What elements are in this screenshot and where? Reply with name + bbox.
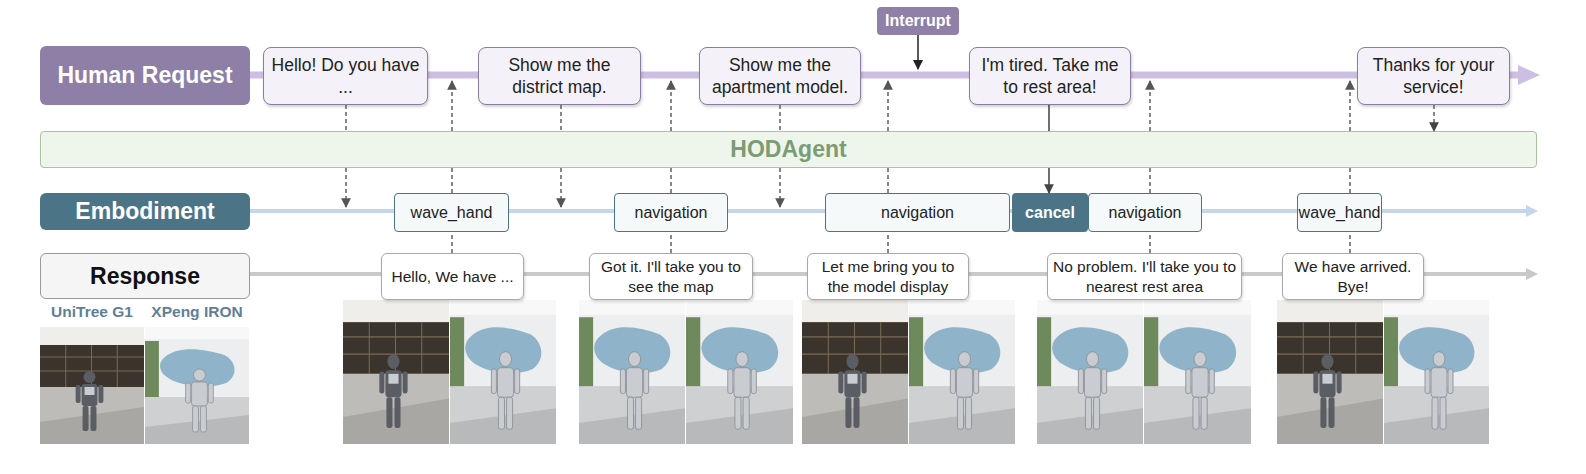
timeline-arrowhead (1526, 268, 1538, 280)
timeline-arrowhead (1526, 205, 1538, 217)
node-text: Thanks for your service! (1362, 54, 1505, 98)
node-text: navigation (635, 204, 708, 222)
node-text: wave_hand (1299, 204, 1381, 222)
robot-photo (343, 300, 449, 444)
connector (779, 105, 780, 131)
robot-photo (579, 300, 685, 444)
interrupt-arrow (917, 35, 919, 69)
robot-photo (40, 327, 144, 444)
dashed-arrow (1149, 81, 1150, 131)
request-bubble: Hello! Do you have ... (263, 47, 428, 105)
connector (887, 168, 888, 193)
timeline-arrowhead (1518, 65, 1540, 85)
node-text: We have arrived. Bye! (1286, 257, 1420, 297)
connector (1149, 168, 1150, 193)
node-text: navigation (1109, 204, 1182, 222)
robot-photo (450, 300, 556, 444)
connector (887, 232, 888, 253)
cancel-box: cancel (1012, 193, 1088, 232)
connector (1149, 232, 1150, 253)
node-text: Got it. I'll take you to see the map (593, 257, 749, 297)
node-text: Hello! Do you have ... (268, 54, 423, 98)
node-text: Response (90, 263, 200, 290)
response-box: No problem. I'll take you to nearest res… (1047, 253, 1242, 300)
request-bubble: Show me the apartment model. (699, 47, 861, 105)
dashed-arrow (451, 81, 452, 131)
action-box: navigation (825, 193, 1010, 232)
robot-photo (909, 300, 1015, 444)
connector (670, 232, 671, 253)
node-text: I'm tired. Take me to rest area! (974, 54, 1126, 98)
response-box: We have arrived. Bye! (1282, 253, 1424, 300)
response-box: Got it. I'll take you to see the map (589, 253, 753, 300)
robot-photo (1144, 300, 1251, 444)
robot-photos (40, 300, 1489, 444)
response-box: Hello, We have ... (381, 253, 524, 300)
row-label: Human Request (40, 46, 250, 105)
robot-name: XPeng IRON (145, 303, 249, 321)
node-text: Interrupt (885, 12, 951, 30)
node-text: cancel (1025, 204, 1075, 222)
connector (345, 105, 346, 131)
robot-photo (686, 300, 793, 444)
connector (1433, 105, 1434, 131)
interrupt-tag: Interrupt (877, 7, 959, 35)
connector (451, 168, 452, 193)
request-bubble: I'm tired. Take me to rest area! (969, 47, 1131, 105)
node-text: HODAgent (730, 136, 846, 163)
dashed-arrow (345, 168, 346, 207)
row-label: Response (40, 253, 250, 299)
robot-photo (802, 300, 908, 444)
action-box: navigation (614, 193, 728, 232)
request-bubble: Show me the district map. (478, 47, 641, 105)
response-box: Let me bring you to the model display (807, 253, 969, 300)
row-label: Embodiment (40, 193, 250, 230)
dashed-arrow (779, 168, 780, 207)
connector (1048, 105, 1049, 131)
node-text: wave_hand (411, 204, 493, 222)
node-text: Human Request (57, 62, 232, 89)
node-text: navigation (881, 204, 954, 222)
connector (1349, 232, 1350, 253)
robot-photo (1384, 300, 1489, 444)
action-box: wave_hand (394, 193, 509, 232)
dashed-arrow (1349, 81, 1350, 131)
connector (1349, 168, 1350, 193)
dashed-arrow (560, 168, 561, 207)
robot-photo (145, 327, 249, 444)
action-box: wave_hand (1297, 193, 1382, 232)
connector (451, 232, 452, 253)
robot-photo (1277, 300, 1383, 444)
node-text: Hello, We have ... (391, 267, 513, 287)
request-bubble: Thanks for your service! (1357, 47, 1510, 105)
robot-name: UniTree G1 (40, 303, 144, 321)
request-timeline (249, 72, 1522, 79)
connector (670, 168, 671, 193)
connector (560, 105, 561, 131)
robot-photo (1037, 300, 1143, 444)
node-text: Let me bring you to the model display (811, 257, 965, 297)
dashed-arrow (670, 81, 671, 131)
node-text: No problem. I'll take you to nearest res… (1051, 257, 1238, 297)
connector (1048, 168, 1049, 193)
dashed-arrow (887, 81, 888, 131)
node-text: Show me the apartment model. (704, 54, 856, 98)
action-box: navigation (1088, 193, 1202, 232)
node-text: Embodiment (75, 198, 214, 225)
agent-band: HODAgent (40, 131, 1537, 168)
node-text: Show me the district map. (483, 54, 636, 98)
